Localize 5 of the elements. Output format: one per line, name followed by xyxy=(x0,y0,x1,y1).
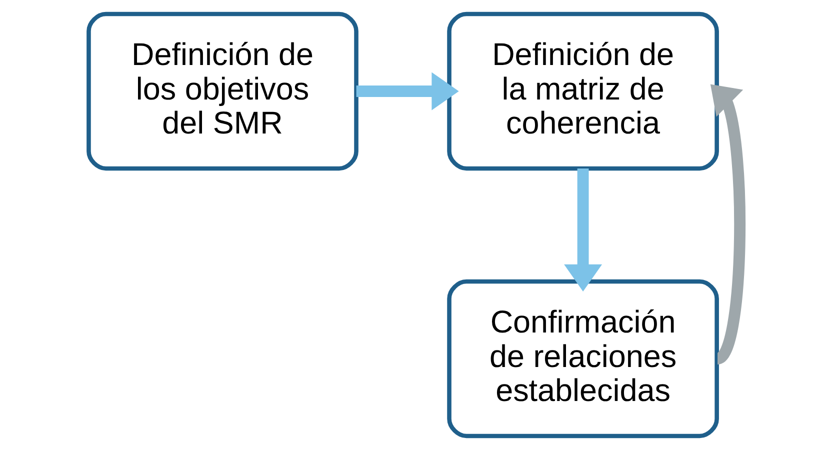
node-box: Confirmación de relaciones establecidas xyxy=(447,279,719,438)
arrow xyxy=(356,72,459,110)
arrow xyxy=(564,168,602,292)
node-box: Definición de los objetivos del SMR xyxy=(86,12,358,171)
node-box: Definición de la matriz de coherencia xyxy=(447,12,719,171)
